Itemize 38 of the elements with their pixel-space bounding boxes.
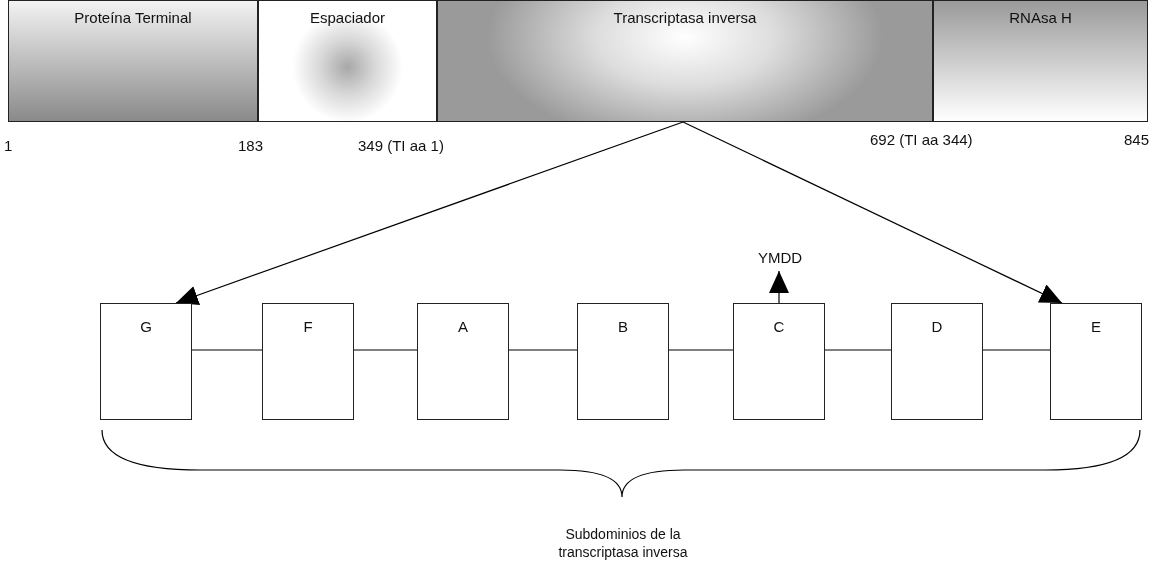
arrow [175, 121, 684, 305]
position-number: 1 [4, 137, 13, 155]
connector-line [824, 349, 892, 351]
band-segment [933, 0, 1148, 122]
subdomain-label: B [617, 318, 629, 336]
band-segment [8, 0, 258, 122]
motif-label: YMDD [756, 249, 804, 267]
subdomain-box [733, 303, 825, 420]
arrow [769, 270, 789, 304]
subdomain-label: G [139, 318, 153, 336]
connector-line [353, 349, 418, 351]
brace-caption: Subdominios de la transcriptasa inversa [557, 525, 689, 561]
subdomain-box [100, 303, 192, 420]
subdomain-label: A [457, 318, 469, 336]
position-number: 183 [238, 137, 264, 155]
segment-label: Transcriptasa inversa [612, 9, 758, 27]
band-segment [437, 0, 933, 122]
subdomain-box [891, 303, 983, 420]
subdomain-box [262, 303, 354, 420]
arrow [682, 121, 1063, 304]
subdomain-label: D [930, 318, 944, 336]
segment-label: Proteína Terminal [73, 9, 193, 27]
connector-line [191, 349, 263, 351]
position-number: 692 (TI aa 344) [870, 131, 973, 149]
subdomain-box [577, 303, 669, 420]
connector-line [508, 349, 578, 351]
subdomain-box [1050, 303, 1142, 420]
connector-line [982, 349, 1051, 351]
subdomain-label: C [772, 318, 786, 336]
subdomain-label: E [1090, 318, 1102, 336]
subdomain-box [417, 303, 509, 420]
position-number: 349 (TI aa 1) [358, 137, 444, 155]
segment-label: Espaciador [308, 9, 386, 27]
segment-label: RNAsa H [1008, 9, 1073, 27]
connector-line [668, 349, 734, 351]
band-segment [258, 0, 437, 122]
subdomain-label: F [302, 318, 314, 336]
position-number: 845 [1124, 131, 1150, 149]
